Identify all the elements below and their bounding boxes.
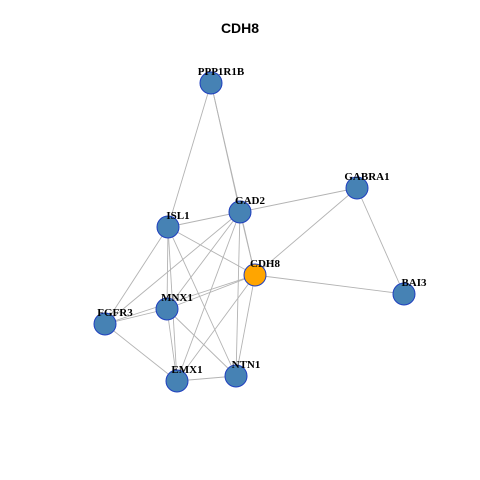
edge-gabra1-cdh8 (254, 187, 358, 276)
node-label-emx1: EMX1 (171, 364, 202, 376)
edge-fgfr3-emx1 (104, 323, 178, 382)
edge-isl1-mnx1 (166, 226, 169, 310)
node-mnx1[interactable] (155, 297, 179, 321)
node-ppp1r1b[interactable] (199, 71, 223, 95)
nodes-layer (93, 71, 416, 393)
node-isl1[interactable] (156, 215, 180, 239)
node-label-ppp1r1b: PPP1R1B (198, 66, 245, 78)
edge-cdh8-fgfr3 (104, 274, 256, 325)
node-fgfr3[interactable] (93, 312, 117, 336)
node-gad2[interactable] (228, 200, 252, 224)
edge-cdh8-bai3 (254, 274, 405, 295)
node-label-ntn1: NTN1 (232, 359, 261, 371)
node-label-cdh8: CDH8 (250, 258, 280, 270)
node-bai3[interactable] (392, 282, 416, 306)
edge-isl1-fgfr3 (104, 226, 169, 325)
edge-isl1-cdh8 (167, 226, 256, 276)
edge-cdh8-emx1 (176, 274, 256, 382)
labels-layer: PPP1R1B GABRA1GAD2ISL1CDH8BAI3MNX1FGFR3NT… (97, 66, 427, 376)
node-label-fgfr3: FGFR3 (97, 307, 133, 319)
node-cdh8[interactable] (243, 263, 267, 287)
edge-gabra1-bai3 (356, 187, 405, 295)
node-label-gad2: GAD2 (235, 195, 265, 207)
edges-layer (104, 82, 405, 382)
edge-gad2-fgfr3 (104, 211, 241, 325)
edge-gabra1-gad2 (239, 187, 358, 213)
edge-gad2-emx1 (176, 211, 241, 382)
node-ntn1[interactable] (224, 364, 248, 388)
edge-ppp1r1b-isl1 (167, 82, 212, 228)
edge-mnx1-ntn1 (166, 308, 237, 377)
node-emx1[interactable] (165, 369, 189, 393)
edge-mnx1-emx1 (166, 308, 178, 382)
edge-cdh8-mnx1 (166, 274, 256, 310)
graph-title: CDH8 (220, 20, 260, 36)
edge-gad2-mnx1 (166, 211, 241, 310)
node-label-gabra1: GABRA1 (344, 171, 389, 183)
node-label-isl1: ISL1 (166, 210, 189, 222)
node-gabra1[interactable] (345, 176, 369, 200)
edge-gad2-ntn1 (235, 211, 241, 377)
node-label-mnx1: MNX1 (161, 292, 193, 304)
edge-isl1-ntn1 (167, 226, 237, 377)
node-label-bai3: BAI3 (401, 277, 427, 289)
edge-cdh8-ntn1 (235, 274, 256, 377)
edge-gad2-isl1 (167, 211, 241, 228)
